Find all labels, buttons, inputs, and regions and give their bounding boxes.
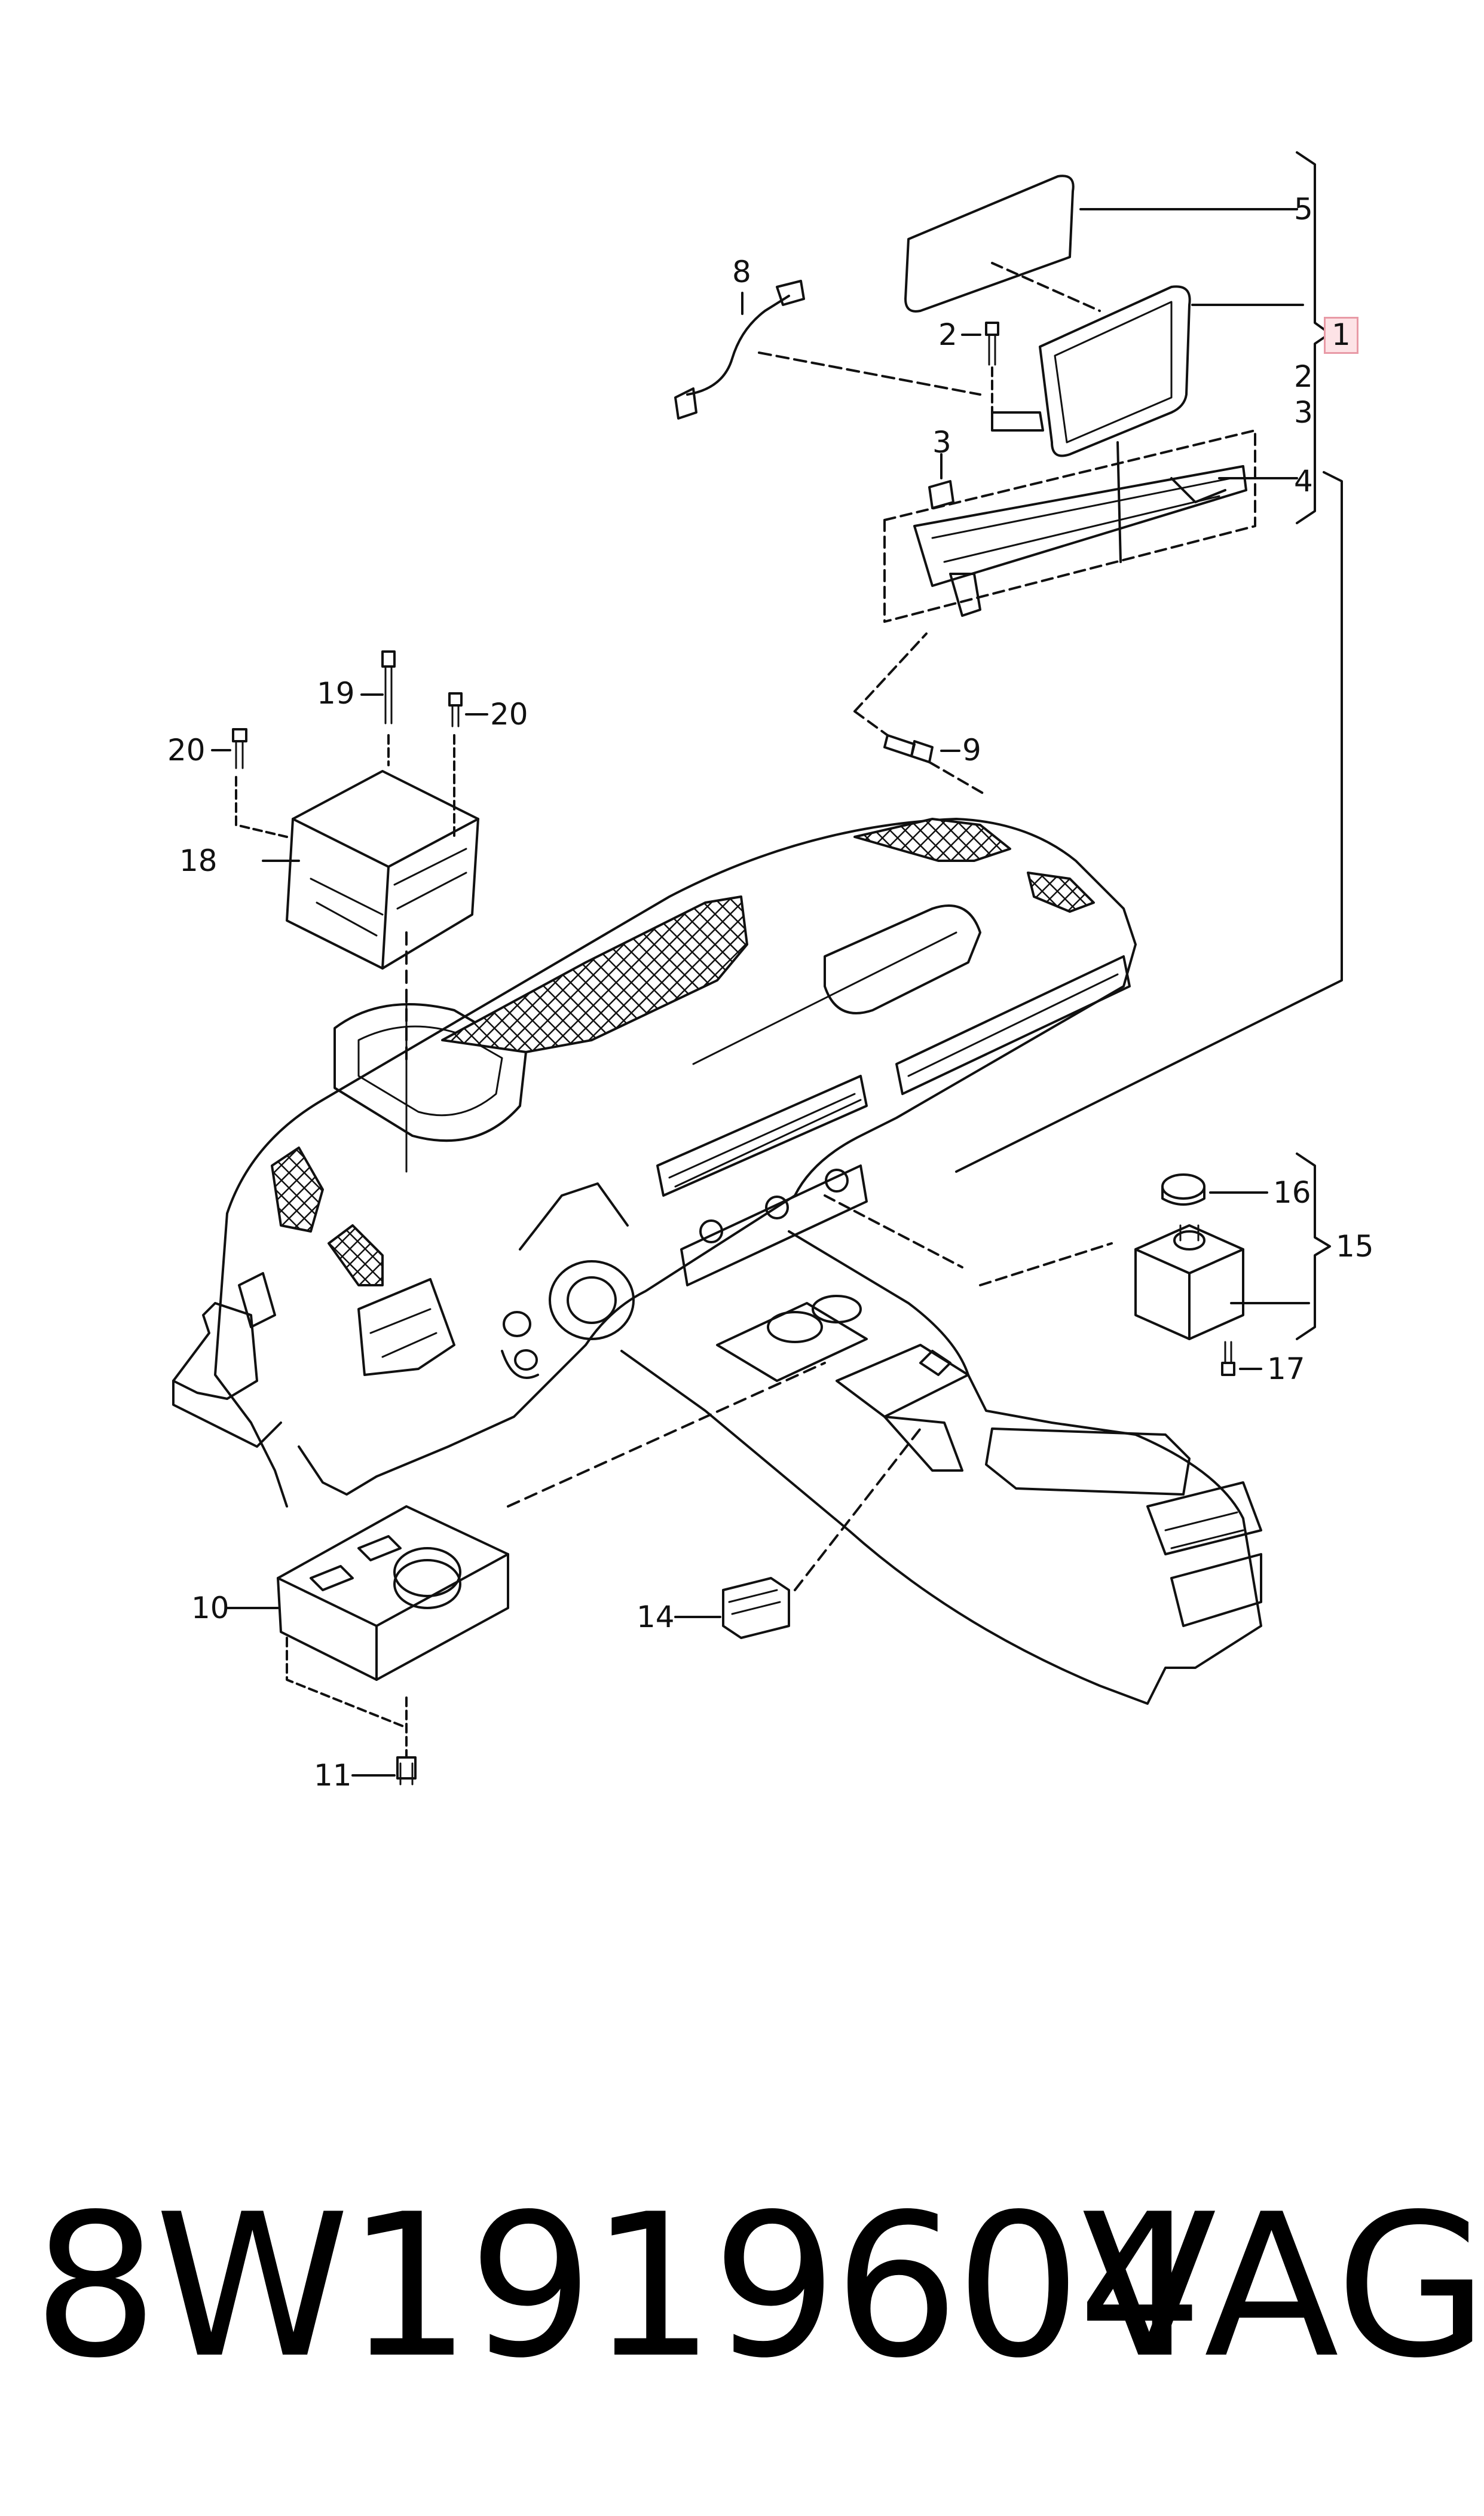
callout-9: 9 — [962, 733, 981, 768]
vent-left — [328, 1224, 384, 1286]
callout-10: 10 — [191, 1591, 230, 1625]
part-14-switch — [674, 1577, 790, 1639]
callout-8: 8 — [732, 255, 751, 289]
callout-11: 11 — [314, 1758, 352, 1793]
part-20-screw-left — [211, 728, 247, 769]
part-1-display — [1039, 285, 1304, 457]
dashboard-left-structure — [172, 1272, 455, 1448]
callout-3-left: 3 — [932, 425, 951, 460]
part-10-control-panel — [226, 1505, 509, 1759]
part-8-cable — [674, 280, 981, 420]
callout-20-right: 20 — [490, 697, 528, 732]
part-2-screw-top — [961, 322, 1044, 432]
part-5-cover — [904, 175, 1298, 313]
defrost-grille-center — [441, 895, 748, 1053]
brand-label: VAG — [1082, 2172, 1484, 2401]
part-15-rotary-switch — [1134, 1224, 1310, 1340]
callout-14: 14 — [637, 1600, 675, 1634]
defrost-grille-right — [853, 818, 1011, 862]
speaker-grille-left — [271, 1147, 324, 1233]
part-9-bolt — [853, 632, 987, 796]
bracket-right-long — [955, 471, 1343, 1173]
part-number: 8W1919604 — [33, 2172, 1203, 2401]
callout-17: 17 — [1267, 1352, 1305, 1386]
center-vents — [656, 955, 1131, 1286]
steering-wheel — [501, 1182, 635, 1379]
callout-18: 18 — [179, 843, 218, 878]
part-19-bolt — [360, 650, 396, 724]
callout-16: 16 — [1273, 1175, 1311, 1210]
callout-1-highlighted[interactable]: 1 — [1324, 317, 1358, 354]
dashboard-body — [214, 818, 1137, 1508]
callout-20-left: 20 — [167, 733, 206, 768]
callout-15: 15 — [1336, 1229, 1374, 1264]
callout-2-right: 2 — [1294, 359, 1313, 394]
part-4-frame — [883, 429, 1298, 623]
center-console — [620, 1194, 1262, 1705]
part-15-assembly-bracket — [1296, 1152, 1331, 1340]
speaker-grille-right — [1027, 872, 1095, 913]
leader-lines — [405, 931, 922, 1591]
part-20-screw-right — [448, 692, 488, 727]
callout-4: 4 — [1294, 464, 1313, 499]
callout-19: 19 — [317, 676, 355, 711]
callout-5: 5 — [1294, 192, 1313, 227]
part-16-knob — [1161, 1173, 1268, 1206]
part-18-control-unit — [235, 734, 479, 970]
part-11-screw — [351, 1756, 417, 1786]
callout-2-left: 2 — [938, 317, 957, 352]
part-3-clip — [928, 453, 954, 509]
callout-3-right: 3 — [1294, 395, 1313, 430]
part-17-screw — [1221, 1341, 1262, 1376]
